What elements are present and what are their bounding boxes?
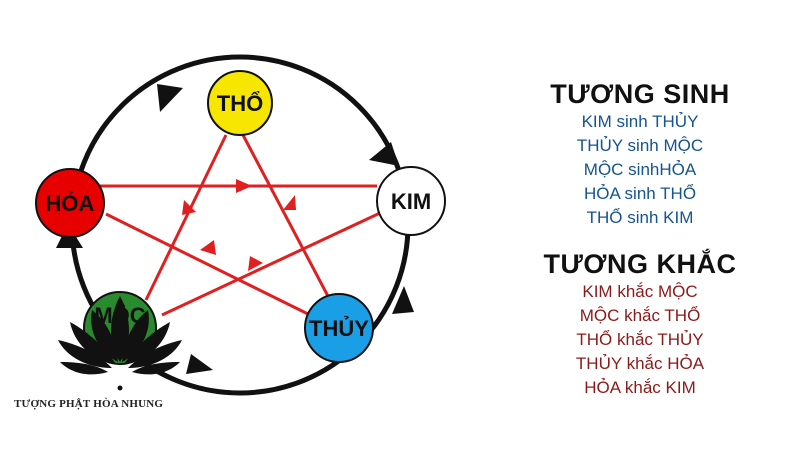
list-item: KIM khắc MỘC xyxy=(582,282,698,301)
tuong-khac-title: TƯƠNG KHẮC xyxy=(543,249,737,279)
node-tho: THỔ xyxy=(207,70,273,136)
tuong-sinh-list: KIM sinh THỦY THỦY sinh MỘC MỘC sinhHỎA … xyxy=(500,110,780,230)
tuong-sinh-title: TƯƠNG SINH xyxy=(550,79,730,109)
list-item: THỔ sinh KIM xyxy=(586,208,694,227)
star-line-tho-thuy xyxy=(241,134,332,301)
node-hoa-circle xyxy=(35,168,105,238)
star-arrowhead xyxy=(248,256,263,271)
legend-panel: TƯƠNG SINH KIM sinh THỦY THỦY sinh MỘC M… xyxy=(500,78,780,400)
node-kim-label: KIM xyxy=(391,189,431,214)
star-arrowhead xyxy=(200,240,216,255)
star-arrowhead xyxy=(182,200,196,215)
node-kim: KIM xyxy=(376,166,446,236)
cycle-arrowhead xyxy=(392,286,414,314)
lotus-icon xyxy=(58,296,182,391)
tuong-khac-list: KIM khắc MỘC MỘC khắc THỔ THỔ khắc THỦY … xyxy=(500,280,780,400)
star-line-kim-moc xyxy=(161,211,381,317)
list-item: THỔ khắc THỦY xyxy=(576,330,704,349)
node-kim-circle xyxy=(376,166,446,236)
node-tho-circle xyxy=(207,70,273,136)
cycle-arrowhead xyxy=(186,354,213,374)
node-hoa-label: HỎA xyxy=(46,191,95,216)
node-tho-label: THỔ xyxy=(217,91,263,116)
cycle-arrowhead xyxy=(157,84,183,112)
star-line-tho-moc xyxy=(144,134,228,301)
node-thuy: THỦY xyxy=(304,293,374,363)
list-item: KIM sinh THỦY xyxy=(581,112,699,131)
list-item: MỘC sinhHỎA xyxy=(583,160,697,179)
list-item: MỘC khắc THỔ xyxy=(579,306,701,325)
star-line-hoa-thuy xyxy=(105,212,311,317)
cycle-arrowhead xyxy=(369,142,399,166)
five-elements-diagram: THỔ KIM THỦY MỘC HỎA xyxy=(35,54,446,396)
list-item: THỦY khắc HỎA xyxy=(575,354,705,373)
list-item: THỦY sinh MỘC xyxy=(576,136,704,155)
list-item: HỎA khắc KIM xyxy=(584,378,696,397)
logo-caption: TƯỢNG PHẬT HÒA NHUNG xyxy=(14,398,164,410)
star-arrowhead xyxy=(283,195,296,210)
star-arrowhead xyxy=(236,179,252,193)
node-thuy-circle xyxy=(304,293,374,363)
node-thuy-label: THỦY xyxy=(309,316,369,341)
list-item: HỎA sinh THỔ xyxy=(583,184,697,203)
node-hoa: HỎA xyxy=(35,168,105,238)
